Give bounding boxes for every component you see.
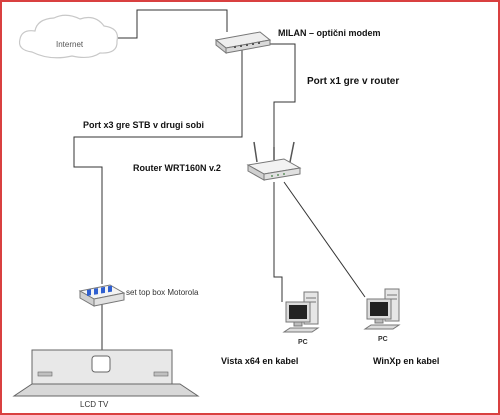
pc1-tag: PC [298,339,308,346]
modem-icon [214,31,272,55]
pc2-tag: PC [378,336,388,343]
port-stb-label: Port x3 gre STB v drugi sobi [83,120,205,130]
line-router-pc1 [273,182,283,302]
lcd-tv-icon [12,349,200,397]
line-internet-modem [117,9,228,39]
line-router-pc2 [283,181,366,298]
tv-label: LCD TV [80,400,109,409]
cloud-icon [18,14,119,59]
pc-icon [282,291,320,333]
router-label: Router WRT160N v.2 [133,163,221,173]
pc1-caption: Vista x64 en kabel [221,356,299,366]
router-icon [246,141,302,181]
stb-label: set top box Motorola [126,288,199,297]
modem-label: MILAN – optični modem [278,28,381,38]
pc2-caption: WinXp en kabel [373,356,440,366]
line-modem-stb [73,50,243,284]
connection-lines [73,9,366,350]
port-router-label: Port x1 gre v router [307,76,400,87]
line-modem-router [265,43,296,150]
set-top-box-icon [78,284,126,307]
internet-label: Internet [56,40,84,49]
pc-icon [363,288,401,330]
